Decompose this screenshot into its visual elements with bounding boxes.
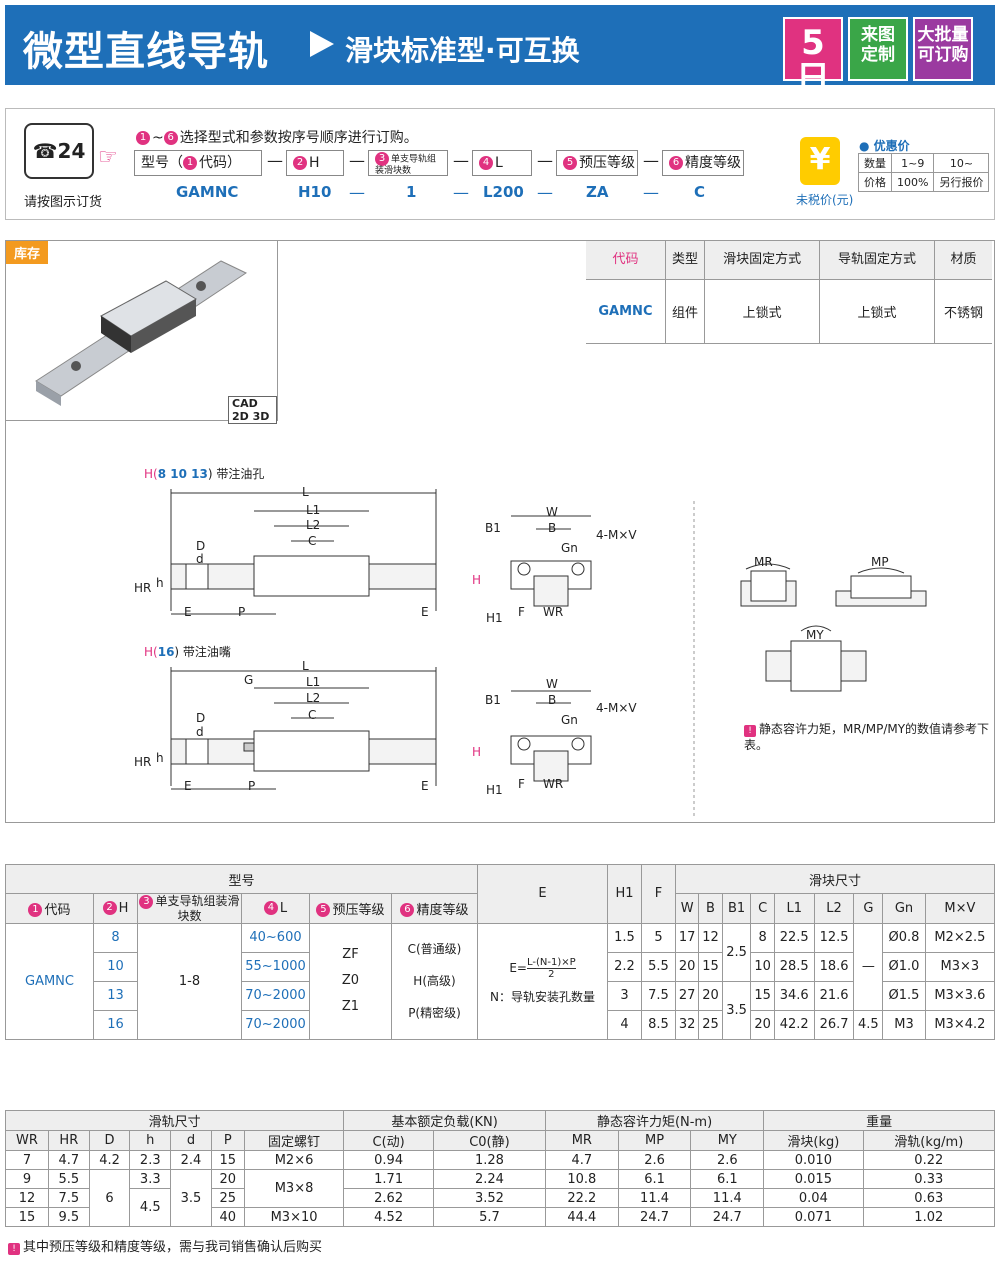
phone-caption: 请按图示订货 <box>24 195 103 210</box>
technical-drawings <box>170 489 927 816</box>
dim-hr: HR <box>134 581 152 595</box>
dim-l1-2: L1 <box>306 675 321 689</box>
example-accuracy: C <box>694 183 706 201</box>
dim-e-right-2: E <box>421 779 429 793</box>
dim-mxv-2: 4-M×V <box>596 701 637 715</box>
dim-l-2: L <box>302 659 309 673</box>
price-caption: 未税价(元) <box>796 193 854 207</box>
dim-h: H <box>472 573 482 587</box>
drawing-title-grease-nipple: H(16) 带注油嘴 <box>144 645 231 659</box>
product-section: 库存 CAD 2D 3D 代码 类型 滑块固定方式 导轨固定方式 材质 GAMN… <box>5 240 995 823</box>
product-photo: 库存 CAD 2D 3D <box>6 241 278 424</box>
example-count: 1 <box>406 183 417 201</box>
arrow-right-icon <box>310 31 334 57</box>
dim-h-small: h <box>156 576 164 590</box>
footer-note: !其中预压等级和精度等级，需与我司销售确认后购买 <box>8 1236 322 1255</box>
example-h: H10 <box>298 183 332 201</box>
page-title: 微型直线导轨 <box>23 29 269 75</box>
dim-mxv: 4-M×V <box>596 528 637 542</box>
dim-e: E <box>184 605 192 619</box>
table-row: 13 70~2000 3 7.5 27 20 3.5 15 34.6 21.6 … <box>6 980 996 1040</box>
table-row: 10 55~1000 2.2 5.5 20 15 10 28.5 18.6 Ø1… <box>6 951 996 982</box>
badge-bulk-order: 大批量可订购 <box>913 17 973 81</box>
header-banner: 微型直线导轨 滑块标准型·可互换 5日发货 来图定制 大批量可订购 <box>5 5 995 117</box>
dim-wr: WR <box>543 605 564 619</box>
dim-l2: L2 <box>306 518 321 532</box>
badge-5day-shipping: 5日发货 <box>783 17 843 117</box>
moment-mp-label: MP <box>871 555 889 569</box>
dim-e-2: E <box>184 779 192 793</box>
stock-badge: 库存 <box>6 241 49 264</box>
dim-h1-2: H1 <box>486 783 503 797</box>
moment-note: !静态容许力矩，MR/MP/MY的数值请参考下表。 <box>744 722 990 752</box>
pointing-hand-icon: ☞ <box>98 145 118 170</box>
table-row: 16 70~2000 4 8.5 32 25 20 42.2 26.7 4.5 … <box>6 1009 996 1040</box>
dim-w-2: W <box>546 677 558 691</box>
moment-mr-label: MR <box>754 555 773 569</box>
dim-h-2: H <box>472 745 482 759</box>
dim-d-large: D <box>196 539 206 553</box>
dim-p-2: P <box>248 779 256 793</box>
dim-h1: H1 <box>486 611 503 625</box>
cad-badge[interactable]: CAD 2D 3D <box>228 396 277 424</box>
dim-gn: Gn <box>561 541 578 555</box>
moment-my-label: MY <box>806 628 824 642</box>
dim-b-2: B <box>548 693 557 707</box>
dim-f-2: F <box>518 777 525 791</box>
dim-l2-2: L2 <box>306 691 321 705</box>
phone-24h-icon: ☎24 <box>24 123 94 179</box>
dim-b: B <box>548 521 557 535</box>
dim-p: P <box>238 605 246 619</box>
yen-price-icon: ¥ <box>800 137 840 185</box>
page-subtitle: 滑块标准型·可互换 <box>345 34 580 67</box>
dim-d-large-2: D <box>196 711 206 725</box>
dim-h-small-2: h <box>156 751 164 765</box>
dim-c-2: C <box>308 708 317 722</box>
dim-d-small: d <box>196 552 204 566</box>
dim-g: G <box>244 673 254 687</box>
linear-guide-image <box>35 260 248 406</box>
example-l: L200 <box>483 183 524 201</box>
type-table: 代码 类型 滑块固定方式 导轨固定方式 材质 GAMNC 组件 上锁式 上锁式 … <box>586 241 992 344</box>
dim-b1-2: B1 <box>485 693 501 707</box>
example-preload: ZA <box>586 183 609 201</box>
dim-w: W <box>546 505 558 519</box>
dim-e-right: E <box>421 605 429 619</box>
dim-hr-2: HR <box>134 755 152 769</box>
dim-c: C <box>308 534 317 548</box>
discount-title: ● 优惠价 <box>859 139 910 153</box>
dim-b1: B1 <box>485 521 501 535</box>
dim-d-small-2: d <box>196 725 204 739</box>
dim-l1: L1 <box>306 503 321 517</box>
badge-custom-drawing: 来图定制 <box>848 17 908 81</box>
example-code: GAMNC <box>176 183 239 201</box>
drawing-title-oil-hole: H(8 10 13) 带注油孔 <box>144 467 265 481</box>
dim-gn-2: Gn <box>561 713 578 727</box>
dim-f: F <box>518 605 525 619</box>
dim-l: L <box>302 485 309 499</box>
dim-wr-2: WR <box>543 777 564 791</box>
